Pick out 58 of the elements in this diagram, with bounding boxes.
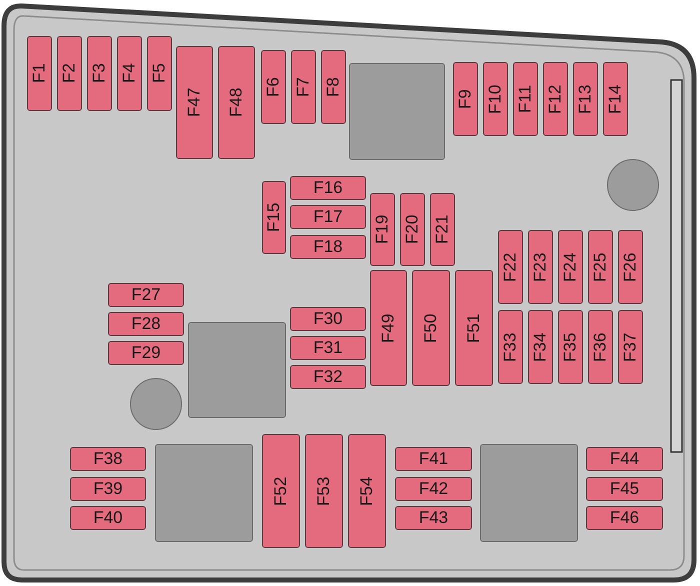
fuse: F18 bbox=[290, 235, 366, 259]
relay-block bbox=[155, 444, 253, 542]
fuse: F22 bbox=[498, 230, 523, 304]
fuse: F45 bbox=[586, 477, 663, 501]
fuse: F11 bbox=[513, 62, 538, 136]
fuse: F53 bbox=[305, 434, 343, 548]
relay-block bbox=[480, 444, 578, 542]
fuse: F15 bbox=[262, 181, 286, 254]
fuse: F5 bbox=[147, 36, 172, 111]
fuse: F17 bbox=[290, 205, 366, 229]
fuse: F40 bbox=[70, 506, 146, 530]
fuse: F21 bbox=[430, 193, 455, 266]
fuse: F43 bbox=[395, 506, 472, 530]
fuse: F23 bbox=[528, 230, 553, 304]
fuse: F47 bbox=[176, 46, 213, 159]
fuse: F39 bbox=[70, 477, 146, 501]
fuse: F20 bbox=[400, 193, 425, 266]
fuse: F1 bbox=[27, 36, 52, 111]
fuse: F8 bbox=[321, 50, 346, 124]
fuse: F27 bbox=[108, 283, 184, 307]
fuse: F19 bbox=[370, 193, 395, 266]
fuse: F10 bbox=[483, 62, 508, 136]
fuse: F48 bbox=[218, 46, 255, 159]
fuse: F4 bbox=[117, 36, 142, 111]
fuse: F2 bbox=[57, 36, 82, 111]
fuse: F6 bbox=[261, 50, 286, 124]
fuse: F49 bbox=[370, 270, 407, 386]
fuse: F50 bbox=[412, 270, 450, 386]
fuse: F13 bbox=[573, 62, 598, 136]
relay-block bbox=[188, 322, 286, 418]
fuse: F7 bbox=[291, 50, 316, 124]
fuse: F31 bbox=[290, 336, 366, 360]
fuse: F37 bbox=[618, 310, 643, 384]
fuse: F38 bbox=[70, 447, 146, 471]
fuse: F54 bbox=[348, 434, 386, 548]
fuse: F41 bbox=[395, 447, 472, 471]
fuse: F30 bbox=[290, 307, 366, 331]
fuse: F12 bbox=[543, 62, 568, 136]
fuse: F46 bbox=[586, 506, 663, 530]
fuse: F33 bbox=[498, 310, 523, 384]
fuse: F51 bbox=[455, 270, 493, 386]
fuse: F34 bbox=[528, 310, 553, 384]
fuse: F26 bbox=[618, 230, 643, 304]
fuse: F16 bbox=[290, 176, 366, 200]
fuse: F42 bbox=[395, 477, 472, 501]
fuse: F3 bbox=[87, 36, 112, 111]
fuse: F35 bbox=[558, 310, 583, 384]
relay-block bbox=[349, 63, 445, 160]
fuse: F25 bbox=[588, 230, 613, 304]
fuse: F32 bbox=[290, 365, 366, 389]
fuse: F9 bbox=[453, 62, 478, 136]
fuse: F24 bbox=[558, 230, 583, 304]
fuse: F29 bbox=[108, 341, 184, 365]
fuse: F52 bbox=[262, 434, 300, 548]
fuse: F28 bbox=[108, 312, 184, 336]
fuse: F44 bbox=[586, 447, 663, 471]
fuse: F14 bbox=[603, 62, 628, 136]
fuse: F36 bbox=[588, 310, 613, 384]
